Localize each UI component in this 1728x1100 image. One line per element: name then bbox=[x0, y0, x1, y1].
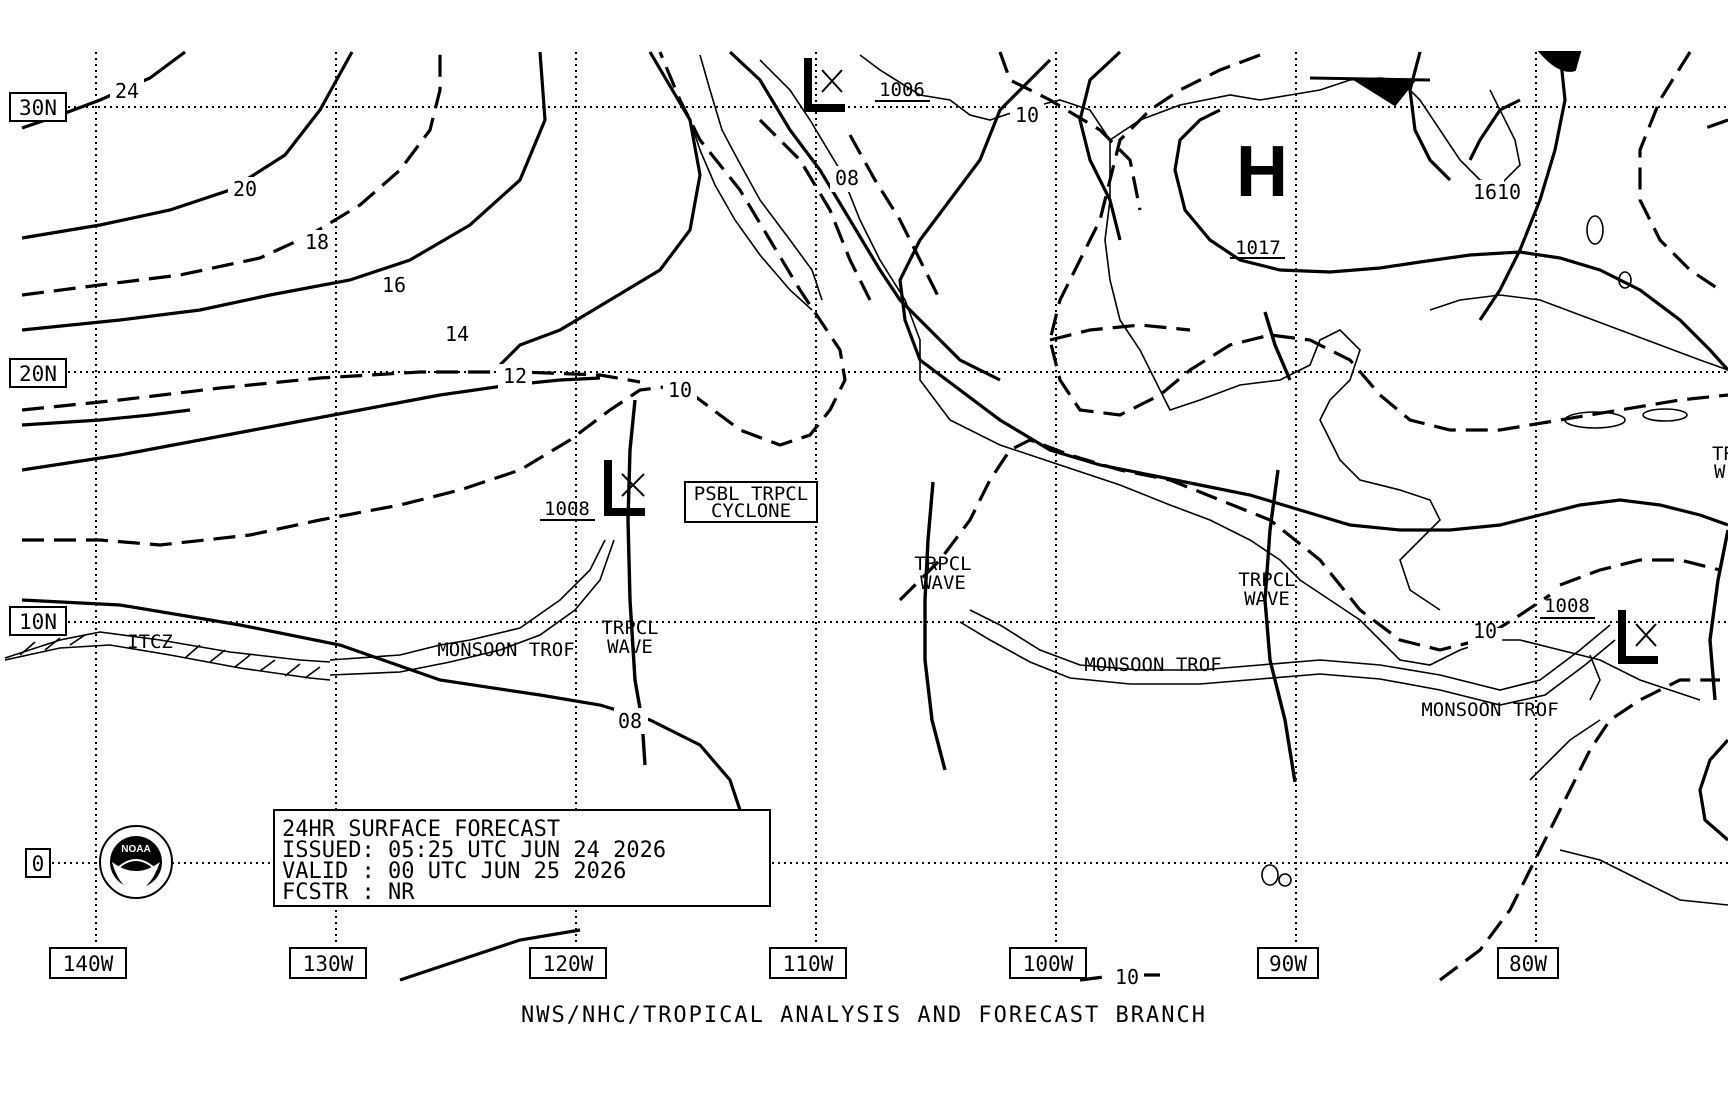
isobar-label-18: 18 bbox=[305, 230, 329, 254]
lat-label-20n: 20N bbox=[19, 362, 57, 386]
isobar-label-10d: 10 bbox=[1497, 180, 1521, 204]
lon-label-90w: 90W bbox=[1269, 952, 1307, 976]
low-center-east: 1008 bbox=[1540, 595, 1658, 664]
footer-credit: NWS/NHC/TROPICAL ANALYSIS AND FORECAST B… bbox=[521, 1003, 1207, 1028]
lon-label-80w: 80W bbox=[1509, 952, 1547, 976]
low-center-west: 1008 bbox=[540, 460, 645, 521]
forecast-info-box: 24HR SURFACE FORECAST ISSUED: 05:25 UTC … bbox=[273, 809, 771, 907]
high-pressure-value: 1017 bbox=[1235, 237, 1281, 259]
isobar-label-08: 08 bbox=[835, 166, 859, 190]
longitude-labels: 140W 130W 120W 110W 100W 90W 80W bbox=[49, 947, 1559, 979]
monsoon-trough bbox=[329, 539, 1616, 706]
frontal-boundary bbox=[1309, 51, 1582, 107]
lat-label-30n: 30N bbox=[19, 96, 57, 120]
tropical-waves bbox=[626, 311, 1728, 783]
edge-label-line1: TR bbox=[1712, 443, 1728, 465]
itcz-band bbox=[4, 631, 331, 681]
isobar-label-10: 10 bbox=[668, 378, 692, 402]
isobar-label-10e: 10 bbox=[1115, 965, 1139, 989]
tropical-wave-label-3-line1: TRPCL bbox=[1238, 569, 1295, 591]
low-west-value: 1008 bbox=[544, 498, 590, 520]
high-center: H 1017 bbox=[1230, 132, 1288, 259]
tropical-wave-label-1-line2: WAVE bbox=[607, 636, 653, 658]
lat-label-10n: 10N bbox=[19, 610, 57, 634]
itcz-label: ITCZ bbox=[127, 631, 173, 653]
lat-lon-grid bbox=[52, 52, 1728, 945]
info-title: 24HR SURFACE FORECAST bbox=[282, 817, 560, 842]
svg-text:H: H bbox=[1236, 132, 1288, 212]
low-center-north: 1006 bbox=[804, 58, 930, 112]
tropical-wave-label-2-line2: WAVE bbox=[920, 572, 966, 594]
isobar-labels: 24 20 18 16 14 12 10 08 10 10 16 10 08 1… bbox=[110, 76, 1521, 989]
isobar-label-08b: 08 bbox=[618, 709, 642, 733]
latitude-labels: 30N 20N 10N 0 bbox=[9, 92, 67, 878]
lon-label-100w: 100W bbox=[1023, 952, 1074, 976]
coastlines bbox=[689, 54, 1728, 906]
info-valid: VALID : 00 UTC JUN 25 2026 bbox=[282, 859, 626, 884]
isobar-label-10c: 10 bbox=[1473, 619, 1497, 643]
monsoon-trof-label-mid: MONSOON TROF bbox=[1084, 654, 1221, 676]
lat-label-0: 0 bbox=[32, 852, 45, 876]
noaa-logo-text: NOAA bbox=[121, 844, 150, 855]
isobar-label-24: 24 bbox=[115, 79, 139, 103]
noaa-logo: NOAA bbox=[99, 825, 173, 899]
isobar-label-12: 12 bbox=[503, 364, 527, 388]
monsoon-trof-label-west: MONSOON TROF bbox=[437, 639, 574, 661]
isobar-label-20: 20 bbox=[233, 177, 257, 201]
tropical-wave-label-2-line1: TRPCL bbox=[914, 553, 971, 575]
low-east-value: 1008 bbox=[1544, 595, 1590, 617]
monsoon-trof-label-east: MONSOON TROF bbox=[1421, 699, 1558, 721]
lon-label-120w: 120W bbox=[543, 952, 594, 976]
lon-label-140w: 140W bbox=[63, 952, 114, 976]
isobar-label-16: 16 bbox=[382, 273, 406, 297]
feature-labels: ITCZ MONSOON TROF MONSOON TROF MONSOON T… bbox=[127, 443, 1728, 721]
tropical-wave-label-1-line1: TRPCL bbox=[601, 617, 658, 639]
tropical-wave-label-3-line2: WAVE bbox=[1244, 588, 1290, 610]
info-issued: ISSUED: 05:25 UTC JUN 24 2026 bbox=[282, 838, 666, 863]
dashed-isobars bbox=[21, 51, 1728, 982]
isobar-label-16b: 16 bbox=[1473, 180, 1497, 204]
lon-label-110w: 110W bbox=[783, 952, 834, 976]
isobar-label-14: 14 bbox=[445, 322, 469, 346]
info-forecaster: FCSTR : NR bbox=[282, 880, 415, 905]
psbl-cyclone-line1: PSBL TRPCL bbox=[694, 483, 808, 505]
lon-label-130w: 130W bbox=[303, 952, 354, 976]
psbl-cyclone-line2: CYCLONE bbox=[711, 500, 791, 522]
isobar-label-10b: 10 bbox=[1015, 103, 1039, 127]
edge-label-line2: W bbox=[1714, 461, 1726, 483]
low-north-value: 1006 bbox=[879, 79, 925, 101]
psbl-cyclone-box bbox=[684, 481, 818, 523]
